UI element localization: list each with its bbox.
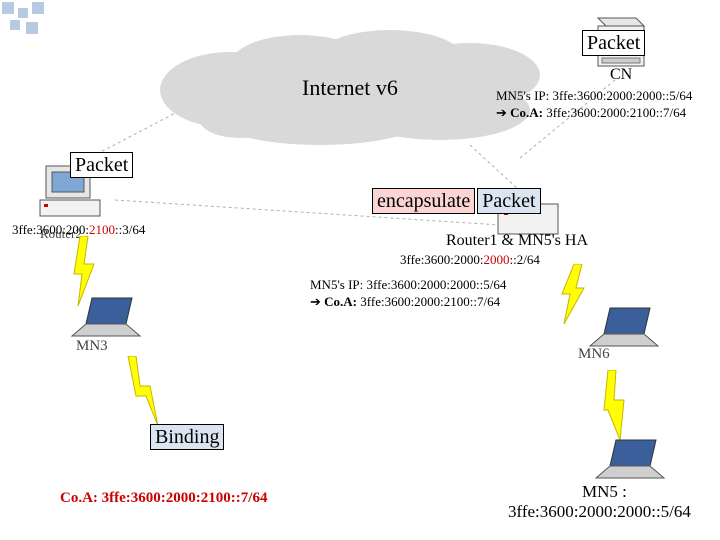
router2-packet-label: Packet <box>70 152 134 178</box>
cn-packet-label: Packet <box>582 30 646 56</box>
mn3-label: MN3 <box>76 338 108 354</box>
binding-label: Binding <box>150 424 225 450</box>
cn-coa-prefix: Co.A: <box>510 105 544 120</box>
laptop-icon <box>588 307 660 347</box>
mn5-address: 3ffe:3600:2000:2000::5/64 <box>508 502 691 521</box>
lightning-icon <box>561 264 585 324</box>
router2-address: 3ffe:3600:200:2100::3/64 <box>12 222 146 237</box>
encapsulate-label: encapsulate <box>372 188 476 214</box>
router2-address-highlight: 2100 <box>89 222 116 237</box>
laptop-icon <box>594 439 666 479</box>
cloud-icon <box>160 30 540 145</box>
right-arrow-icon: ➔ <box>310 294 321 309</box>
router1-label: Router1 & MN5's HA <box>446 232 588 249</box>
router1-coa-prefix: Co.A: <box>324 294 358 309</box>
cn-coa-line: ➔ Co.A: 3ffe:3600:2000:2100::7/64 <box>496 105 686 121</box>
router1-address: 3ffe:3600:2000:2000::2/64 <box>400 252 540 267</box>
router2-label: Router2 <box>40 226 82 241</box>
router1-packet-label: Packet <box>477 188 541 214</box>
lightning-icon <box>127 356 159 426</box>
router1-coa-value: 3ffe:3600:2000:2100::7/64 <box>360 294 501 309</box>
mn6-label: MN6 <box>578 346 610 362</box>
laptop-icon <box>70 297 142 337</box>
cn-coa-value: 3ffe:3600:2000:2100::7/64 <box>546 105 687 120</box>
mn5-label: MN5 : <box>582 482 627 501</box>
cloud-label: Internet v6 <box>302 75 398 100</box>
right-arrow-icon: ➔ <box>496 105 507 120</box>
decorative-squares <box>0 0 60 40</box>
lightning-icon <box>73 236 95 306</box>
lightning-icon <box>603 370 625 440</box>
cn-ip-line: MN5's IP: 3ffe:3600:2000:2000::5/64 <box>496 88 693 103</box>
router1-ip-line: MN5's IP: 3ffe:3600:2000:2000::5/64 <box>310 277 507 292</box>
router-icon <box>39 165 101 217</box>
cn-label: CN <box>610 66 633 83</box>
router1-address-highlight: 2000 <box>483 252 510 267</box>
mn3-coa-line: Co.A: 3ffe:3600:2000:2100::7/64 <box>60 490 268 506</box>
router1-coa-line: ➔ Co.A: 3ffe:3600:2000:2100::7/64 <box>310 294 500 310</box>
